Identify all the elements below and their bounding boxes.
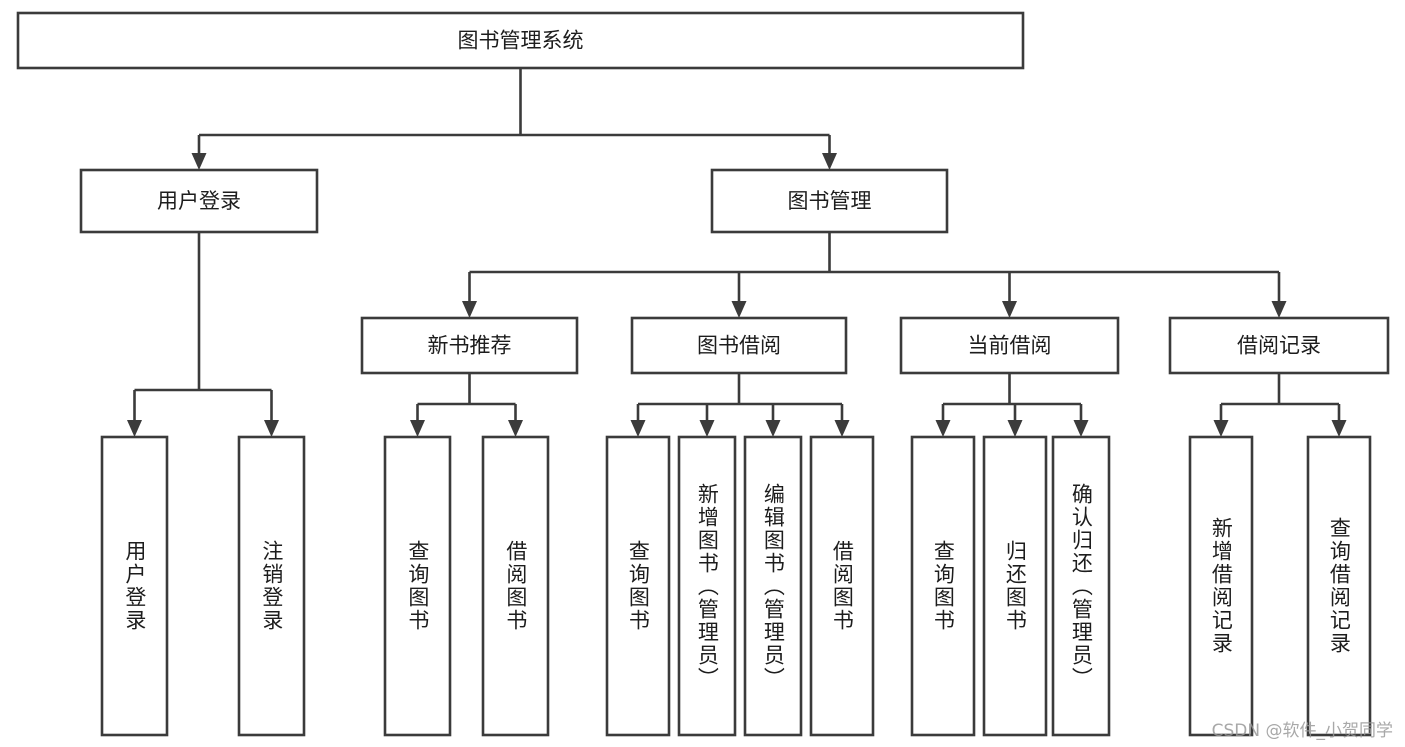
node-box-leaf-query-book-borrow[interactable] <box>605 435 671 737</box>
node-box-new-book-recommend[interactable] <box>360 316 579 375</box>
node-box-borrow-record[interactable] <box>1168 316 1390 375</box>
node-box-leaf-edit-book-admin[interactable] <box>743 435 803 737</box>
node-box-leaf-user-login[interactable] <box>100 435 169 737</box>
node-label-book-borrow: 图书借阅 <box>697 334 781 358</box>
node-box-leaf-borrow-book-recommend[interactable] <box>481 435 550 737</box>
node-box-book-borrow[interactable] <box>630 316 848 375</box>
node-label-root: 图书管理系统 <box>458 29 584 53</box>
node-label-current-borrow: 当前借阅 <box>968 334 1052 358</box>
node-box-leaf-query-book-recommend[interactable] <box>383 435 452 737</box>
node-box-user-login[interactable] <box>79 168 319 234</box>
node-box-leaf-query-book-current[interactable] <box>910 435 976 737</box>
node-box-leaf-add-book-admin[interactable] <box>677 435 737 737</box>
node-box-leaf-borrow-book[interactable] <box>809 435 875 737</box>
node-label-new-book-recommend: 新书推荐 <box>428 334 512 358</box>
node-label-user-login: 用户登录 <box>157 189 241 213</box>
connector-layer <box>127 68 1347 437</box>
node-label-borrow-record: 借阅记录 <box>1237 334 1321 358</box>
node-box-book-manage[interactable] <box>710 168 949 234</box>
node-label-book-manage: 图书管理 <box>788 189 872 213</box>
node-box-leaf-query-borrow-record[interactable] <box>1306 435 1372 737</box>
node-box-leaf-add-borrow-record[interactable] <box>1188 435 1254 737</box>
node-box-leaf-logout[interactable] <box>237 435 306 737</box>
node-box-root[interactable] <box>16 11 1025 70</box>
node-box-leaf-return-book[interactable] <box>982 435 1048 737</box>
node-box-leaf-confirm-return-admin[interactable] <box>1051 435 1111 737</box>
node-box-layer <box>16 11 1390 737</box>
node-box-current-borrow[interactable] <box>899 316 1120 375</box>
